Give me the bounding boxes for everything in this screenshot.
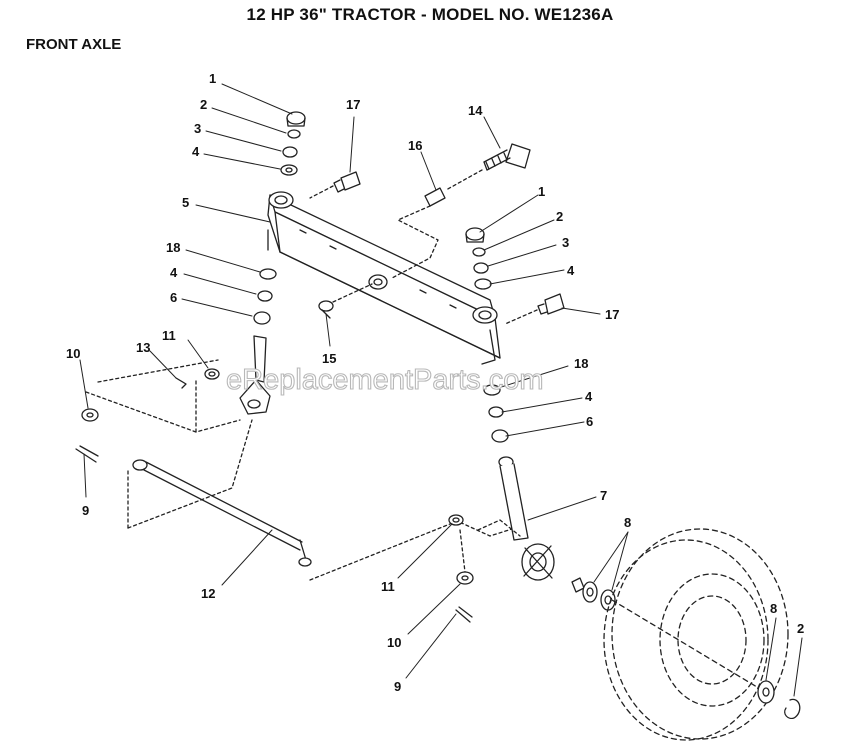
callout-3: 3 — [194, 121, 201, 136]
callout-16: 16 — [408, 138, 422, 153]
bolt-17-upper — [309, 171, 361, 199]
callout-14: 14 — [468, 103, 483, 118]
callout-6: 6 — [170, 290, 177, 305]
axle-beam — [267, 191, 501, 365]
callout-13: 13 — [136, 340, 150, 355]
right-top-hardware — [465, 227, 565, 325]
page-title: 12 HP 36" TRACTOR - MODEL NO. WE1236A — [246, 5, 614, 24]
sleeve-16 — [391, 187, 446, 279]
right-nut-11-washer-10-pin-9 — [448, 514, 474, 623]
callout-2: 2 — [200, 97, 207, 112]
left-dashed-outline — [85, 359, 516, 581]
tie-rod-12 — [132, 459, 312, 567]
callout-12: 12 — [201, 586, 215, 601]
callout-1: 1 — [209, 71, 216, 86]
callout-17: 17 — [346, 97, 360, 112]
left-pin-13-nut-11 — [175, 368, 220, 389]
callout-9: 9 — [394, 679, 401, 694]
callout-7: 7 — [600, 488, 607, 503]
callout-8: 8 — [624, 515, 631, 530]
front-wheel — [603, 528, 789, 741]
pivot-bolt-14 — [445, 143, 531, 191]
left-spindle — [239, 268, 277, 415]
callout-2: 2 — [556, 209, 563, 224]
callout-6: 6 — [586, 414, 593, 429]
callout-17: 17 — [605, 307, 619, 322]
callout-10: 10 — [66, 346, 80, 361]
callout-15: 15 — [322, 351, 336, 366]
leader-lines — [79, 83, 803, 697]
callout-labels: 1 2 3 4 5 18 4 6 11 13 10 9 12 17 16 14 … — [66, 71, 804, 694]
callout-18: 18 — [574, 356, 588, 371]
callout-18: 18 — [166, 240, 180, 255]
callout-10: 10 — [387, 635, 401, 650]
section-title: FRONT AXLE — [26, 36, 122, 53]
callout-11: 11 — [381, 579, 395, 594]
outer-washer-8-clip-2 — [757, 680, 801, 720]
callout-2: 2 — [797, 621, 804, 636]
right-spindle-7 — [477, 384, 555, 581]
callout-4: 4 — [567, 263, 575, 278]
callout-9: 9 — [82, 503, 89, 518]
left-top-hardware — [280, 111, 306, 176]
watermark: eReplacementParts.com — [226, 364, 544, 396]
callout-4: 4 — [170, 265, 178, 280]
callout-11: 11 — [162, 328, 176, 343]
callout-4: 4 — [585, 389, 593, 404]
callout-8: 8 — [770, 601, 777, 616]
hub-washers-8 — [571, 577, 616, 611]
callout-3: 3 — [562, 235, 569, 250]
callout-4: 4 — [192, 144, 200, 159]
callout-5: 5 — [182, 195, 189, 210]
callout-1: 1 — [538, 184, 545, 199]
left-washer-10-pin-9 — [75, 408, 99, 463]
